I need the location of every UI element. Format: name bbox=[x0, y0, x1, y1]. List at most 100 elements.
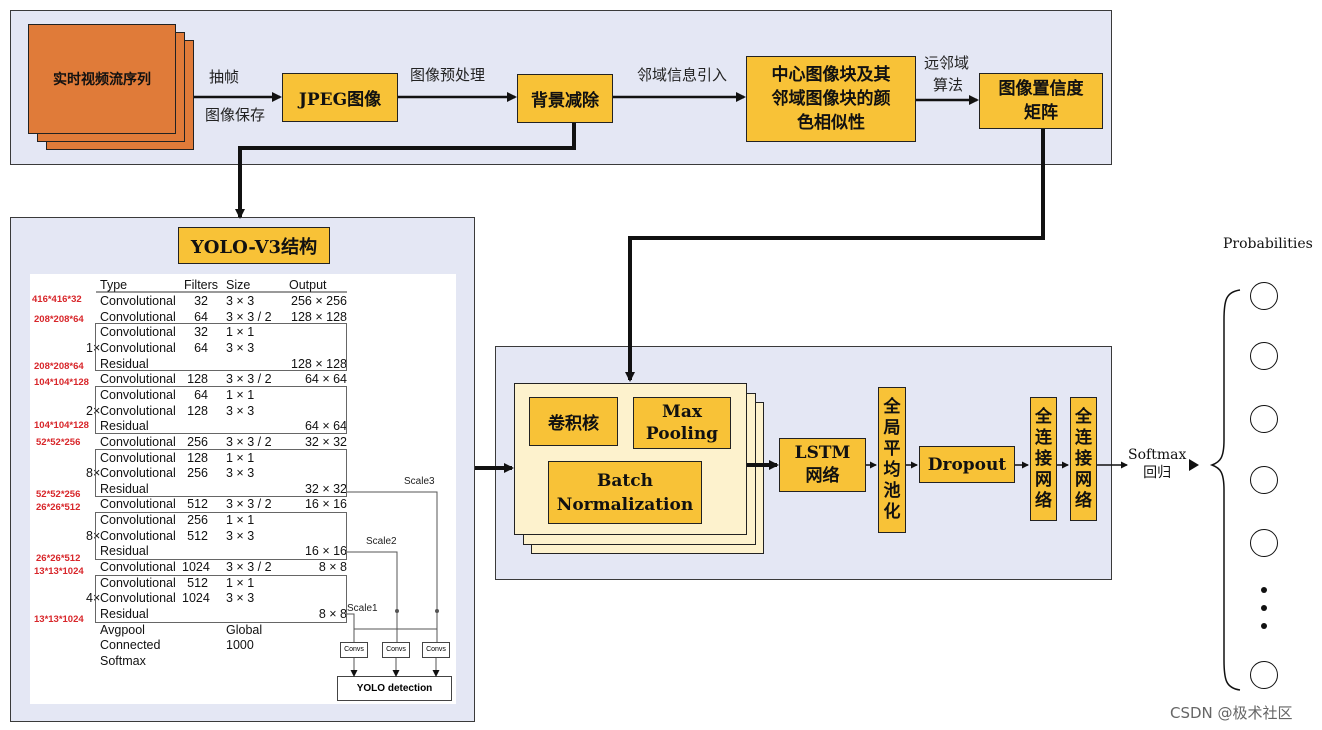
type-cell: Convolutional bbox=[100, 434, 176, 449]
residual-group-5 bbox=[95, 575, 347, 623]
type-cell: Convolutional bbox=[100, 591, 176, 606]
red-size-label: 13*13*1024 bbox=[34, 566, 84, 577]
conf-line1: 图像置信度 bbox=[998, 79, 1084, 99]
scale1-label: Scale1 bbox=[347, 603, 378, 614]
size-cell: 1 × 1 bbox=[226, 325, 255, 340]
size-cell: 3 × 3 / 2 bbox=[226, 309, 272, 324]
center-block-box: 中心图像块及其 邻域图像块的颜 色相似性 bbox=[746, 56, 916, 142]
filters-cell: 1024 bbox=[182, 560, 210, 575]
red-size-label: 52*52*256 bbox=[36, 489, 81, 500]
gap-char: 均 bbox=[883, 460, 901, 480]
pooling-line: Pooling bbox=[645, 424, 719, 444]
output-cell: 64 × 64 bbox=[304, 419, 347, 434]
probability-node bbox=[1250, 661, 1278, 689]
source-label: 实时视频流序列 bbox=[53, 72, 151, 88]
red-size-label: 208*208*64 bbox=[34, 361, 84, 372]
type-cell: Convolutional bbox=[100, 466, 176, 481]
lstm-line1: LSTM bbox=[794, 443, 851, 463]
center-line3: 色相似性 bbox=[797, 113, 865, 133]
type-cell: Convolutional bbox=[100, 497, 176, 512]
filters-cell: 1024 bbox=[182, 591, 210, 606]
filters-cell: 32 bbox=[194, 294, 208, 308]
residual-group-3 bbox=[95, 449, 347, 497]
type-cell: Convolutional bbox=[100, 513, 176, 528]
type-cell: Convolutional bbox=[100, 309, 176, 324]
dropout-label: Dropout bbox=[927, 454, 1007, 475]
red-size-label: 13*13*1024 bbox=[34, 614, 84, 625]
output-cell: 64 × 64 bbox=[304, 372, 347, 387]
filters-cell: 512 bbox=[187, 575, 208, 590]
size-cell: 1000 bbox=[226, 638, 254, 653]
header-type: Type bbox=[100, 278, 128, 292]
yolo-table-row: Softmax bbox=[30, 654, 360, 669]
type-cell: Convolutional bbox=[100, 294, 176, 308]
multiplier-cell: 8× bbox=[86, 466, 101, 481]
probability-node bbox=[1250, 342, 1278, 370]
red-size-label: 104*104*128 bbox=[34, 377, 89, 388]
red-size-label: 104*104*128 bbox=[34, 420, 89, 431]
yolo-title: YOLO-V3结构 bbox=[190, 236, 318, 258]
size-cell: 3 × 3 / 2 bbox=[226, 560, 272, 575]
yolo-white-area bbox=[30, 274, 456, 704]
filters-cell: 256 bbox=[187, 466, 208, 481]
type-cell: Connected bbox=[100, 638, 161, 653]
filters-cell: 128 bbox=[187, 403, 208, 418]
probabilities-title: Probabilities bbox=[1223, 236, 1313, 252]
fc2-char: 网 bbox=[1075, 469, 1092, 490]
fc1-char: 连 bbox=[1035, 427, 1052, 448]
far-neighborhood-label-2: 算法 bbox=[933, 76, 964, 94]
type-cell: Convolutional bbox=[100, 387, 176, 402]
bgsub-label: 背景减除 bbox=[531, 91, 599, 111]
filters-cell: 64 bbox=[194, 309, 208, 324]
filters-cell: 128 bbox=[187, 372, 208, 387]
probability-node bbox=[1250, 466, 1278, 494]
ellipsis-dot bbox=[1261, 605, 1267, 611]
filters-cell: 64 bbox=[194, 340, 208, 355]
output-cell: 8 × 8 bbox=[318, 560, 347, 575]
filters-cell: 128 bbox=[187, 450, 208, 465]
type-cell: Convolutional bbox=[100, 372, 176, 387]
fc2-char: 接 bbox=[1075, 448, 1092, 469]
filters-cell: 512 bbox=[187, 497, 208, 512]
global-avg-pool-box: 全 局 平 均 池 化 bbox=[878, 387, 906, 533]
type-cell: Convolutional bbox=[100, 403, 176, 418]
center-line1: 中心图像块及其 bbox=[771, 65, 891, 85]
residual-group-2 bbox=[95, 386, 347, 434]
yolo-detection-label: YOLO detection bbox=[356, 683, 433, 694]
size-cell: 3 × 3 / 2 bbox=[226, 372, 272, 387]
source-stack-front: 实时视频流序列 bbox=[28, 24, 176, 134]
size-cell: 3 × 3 / 2 bbox=[226, 434, 272, 449]
probability-node bbox=[1250, 405, 1278, 433]
fc-box-1: 全 连 接 网 络 bbox=[1030, 397, 1057, 521]
output-cell: 16 × 16 bbox=[304, 544, 347, 559]
scale2-label: Scale2 bbox=[366, 536, 397, 547]
fc1-char: 络 bbox=[1035, 490, 1052, 511]
gap-char: 全 bbox=[883, 397, 901, 417]
residual-group-4 bbox=[95, 512, 347, 560]
junction-dot bbox=[395, 609, 399, 613]
confidence-matrix-box: 图像置信度 矩阵 bbox=[979, 73, 1103, 129]
output-cell: 8 × 8 bbox=[318, 607, 347, 621]
probability-node bbox=[1250, 282, 1278, 310]
type-cell: Convolutional bbox=[100, 340, 176, 355]
red-size-label: 52*52*256 bbox=[36, 437, 81, 448]
type-cell: Convolutional bbox=[100, 560, 176, 575]
conf-line2: 矩阵 bbox=[1024, 103, 1058, 123]
scale1-line bbox=[347, 613, 355, 642]
gap-char: 池 bbox=[883, 481, 901, 501]
filters-cell: 32 bbox=[194, 325, 208, 340]
yolo-title-box: YOLO-V3结构 bbox=[178, 227, 330, 264]
fc1-char: 网 bbox=[1035, 469, 1052, 490]
filters-cell: 256 bbox=[187, 513, 208, 528]
